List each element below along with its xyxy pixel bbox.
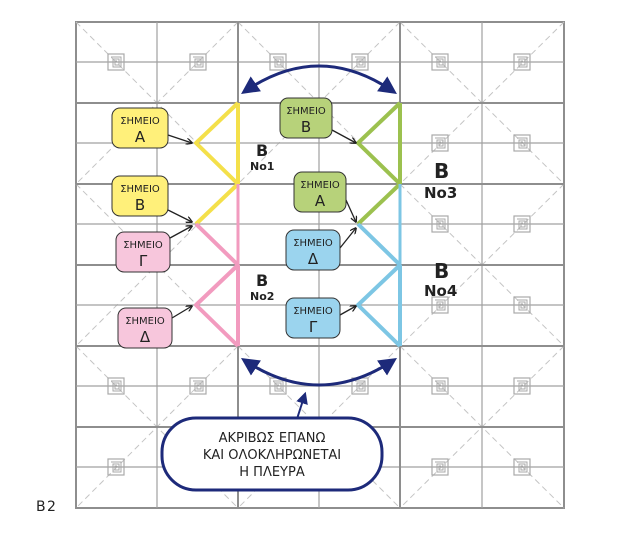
piece-number: No3 bbox=[424, 184, 457, 202]
point-letter: Γ bbox=[309, 318, 318, 336]
piece-labels: Β No1 Β No2 Β No3 Β No4 bbox=[250, 141, 457, 303]
point-boxes: ΣΗΜΕΙΟ Α ΣΗΜΕΙΟ Β ΣΗΜΕΙΟ Γ ΣΗΜΕΙΟ Δ ΣΗΜΕ… bbox=[111, 97, 347, 349]
point-title: ΣΗΜΕΙΟ bbox=[120, 184, 160, 195]
green-triangle-mid bbox=[356, 182, 402, 226]
point-title: ΣΗΜΕΙΟ bbox=[125, 316, 165, 327]
piece-label-no3: Β No3 bbox=[424, 159, 457, 202]
pink-triangle-bottom bbox=[194, 263, 240, 348]
point-letter: Δ bbox=[308, 250, 319, 268]
callout-line-1: ΑΚΡΙΒΩΣ ΕΠΑΝΩ bbox=[219, 431, 326, 446]
point-title: ΣΗΜΕΙΟ bbox=[286, 106, 326, 117]
yellow-triangle-mid bbox=[194, 182, 240, 226]
point-letter: Α bbox=[315, 192, 326, 210]
point-box-yellow-a: ΣΗΜΕΙΟ Α bbox=[111, 107, 169, 149]
point-box-pink-d: ΣΗΜΕΙΟ Δ bbox=[117, 307, 173, 349]
point-title: ΣΗΜΕΙΟ bbox=[293, 306, 333, 317]
footer-number: 2 bbox=[47, 499, 56, 515]
point-box-yellow-b: ΣΗΜΕΙΟ Β bbox=[111, 175, 169, 217]
footer-label: Β 2 bbox=[36, 499, 56, 515]
point-title: ΣΗΜΕΙΟ bbox=[293, 238, 333, 249]
callout-line-3: Η ΠΛΕΥΡΑ bbox=[239, 465, 305, 480]
blue-triangle-bottom bbox=[356, 263, 402, 348]
blue-triangle-mid bbox=[356, 222, 402, 267]
yellow-triangle-top bbox=[194, 101, 240, 186]
point-connectors bbox=[167, 129, 356, 319]
point-box-blue-d: ΣΗΜΕΙΟ Δ bbox=[285, 229, 341, 271]
callout-line-2: ΚΑΙ ΟΛΟΚΛΗΡΩΝΕΤΑΙ bbox=[203, 448, 341, 463]
piece-number: No4 bbox=[424, 282, 457, 300]
piece-number: No2 bbox=[250, 290, 274, 303]
piece-glyph: Β bbox=[434, 159, 449, 183]
point-title: ΣΗΜΕΙΟ bbox=[123, 240, 163, 251]
point-box-blue-g: ΣΗΜΕΙΟ Γ bbox=[285, 297, 341, 339]
piece-glyph: Β bbox=[256, 141, 268, 160]
piece-glyph: Β bbox=[434, 259, 449, 283]
point-box-green-a: ΣΗΜΕΙΟ Α bbox=[293, 171, 347, 213]
pink-triangle-mid bbox=[194, 222, 240, 267]
point-box-green-b: ΣΗΜΕΙΟ Β bbox=[279, 97, 333, 139]
piece-label-no4: Β No4 bbox=[424, 259, 457, 300]
colored-triangles bbox=[194, 101, 402, 348]
green-triangle-top bbox=[356, 101, 402, 186]
top-curved-arrow bbox=[241, 64, 397, 95]
callout-box: ΑΚΡΙΒΩΣ ΕΠΑΝΩ ΚΑΙ ΟΛΟΚΛΗΡΩΝΕΤΑΙ Η ΠΛΕΥΡΑ bbox=[160, 416, 384, 492]
point-letter: Β bbox=[135, 196, 145, 214]
piece-label-no1: Β No1 bbox=[250, 141, 274, 173]
point-box-pink-g: ΣΗΜΕΙΟ Γ bbox=[115, 231, 171, 273]
piece-label-no2: Β No2 bbox=[250, 271, 274, 303]
point-letter: Α bbox=[135, 128, 146, 146]
point-letter: Β bbox=[301, 118, 311, 136]
point-letter: Δ bbox=[140, 328, 151, 346]
point-title: ΣΗΜΕΙΟ bbox=[300, 180, 340, 191]
footer-glyph: Β bbox=[36, 499, 46, 515]
bottom-curved-arrow bbox=[241, 358, 397, 387]
point-title: ΣΗΜΕΙΟ bbox=[120, 116, 160, 127]
piece-number: No1 bbox=[250, 160, 274, 173]
piece-glyph: Β bbox=[256, 271, 268, 290]
point-letter: Γ bbox=[139, 252, 148, 270]
